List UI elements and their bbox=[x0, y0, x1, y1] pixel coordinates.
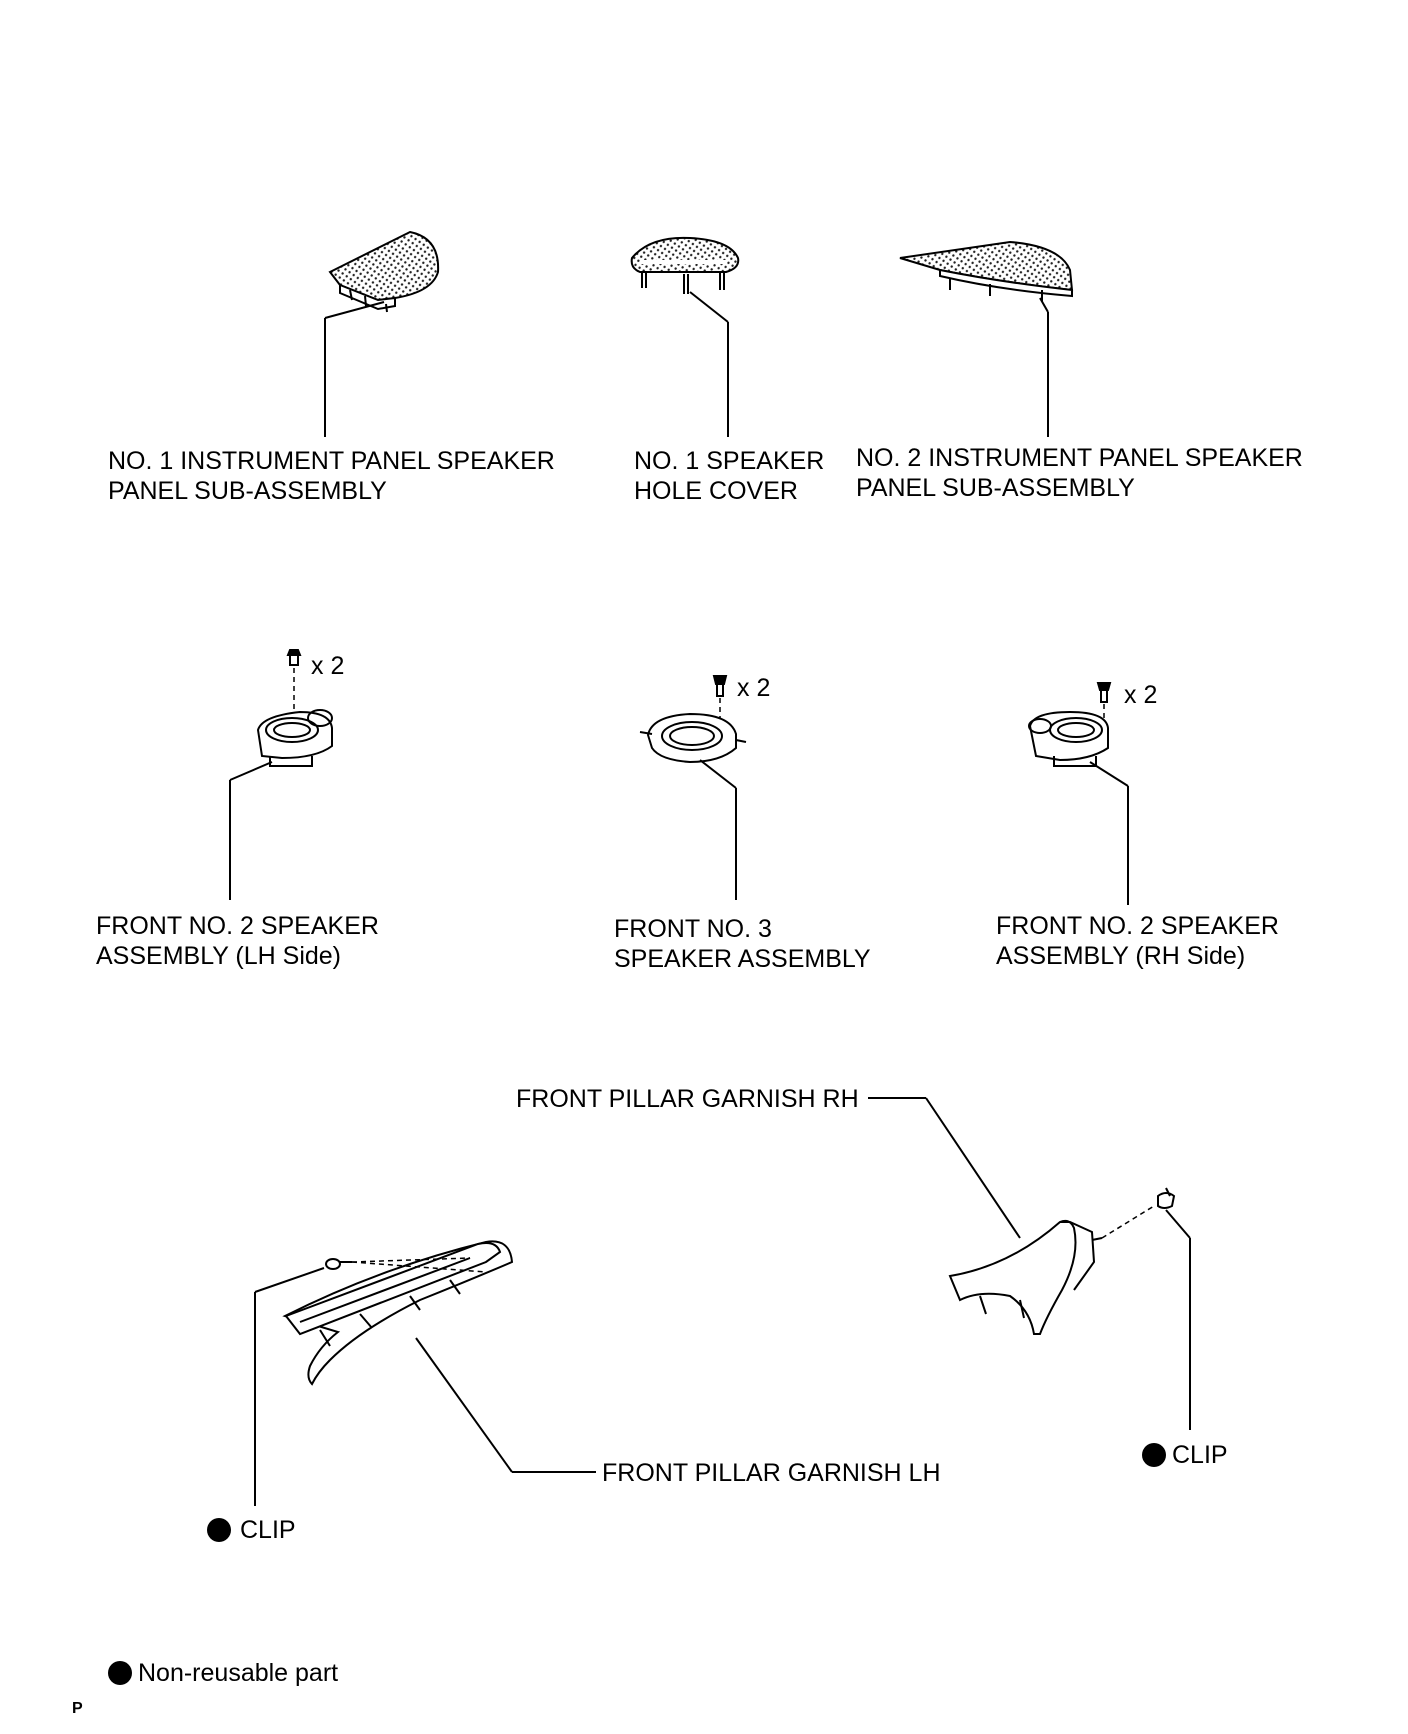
front-pillar-garnish-lh-drawing bbox=[254, 1240, 596, 1506]
label-front-no2-speaker-rh-line1: FRONT NO. 2 SPEAKER bbox=[996, 912, 1279, 940]
corner-mark: P bbox=[72, 1700, 83, 1717]
label-no1-speaker-hole-cover-line2: HOLE COVER bbox=[634, 477, 798, 505]
no1-instrument-panel-speaker-panel-drawing bbox=[324, 230, 440, 437]
legend-label: Non-reusable part bbox=[138, 1659, 339, 1687]
label-front-pillar-garnish-lh: FRONT PILLAR GARNISH LH bbox=[602, 1459, 941, 1487]
front-no2-speaker-rh-drawing bbox=[1028, 682, 1129, 905]
no1-speaker-hole-cover-drawing bbox=[630, 236, 740, 437]
non-reusable-mark-clip-rh bbox=[1142, 1443, 1166, 1467]
label-front-pillar-garnish-rh: FRONT PILLAR GARNISH RH bbox=[516, 1085, 859, 1113]
label-clip-lh: CLIP bbox=[240, 1516, 296, 1544]
non-reusable-mark-clip-lh bbox=[207, 1518, 231, 1542]
label-no1-ip-speaker-panel-line2: PANEL SUB-ASSEMBLY bbox=[108, 477, 387, 505]
non-reusable-marks bbox=[108, 1443, 1166, 1685]
label-no2-ip-speaker-panel-line2: PANEL SUB-ASSEMBLY bbox=[856, 474, 1135, 502]
no2-instrument-panel-speaker-panel-drawing bbox=[899, 240, 1074, 437]
legend-non-reusable-mark bbox=[108, 1661, 132, 1685]
screw-qty-lh: x 2 bbox=[311, 652, 345, 680]
screw-qty-no3: x 2 bbox=[737, 674, 771, 702]
front-no2-speaker-lh-drawing bbox=[229, 649, 333, 900]
front-pillar-garnish-rh-drawing bbox=[868, 1097, 1191, 1430]
label-no1-ip-speaker-panel-line1: NO. 1 INSTRUMENT PANEL SPEAKER bbox=[108, 447, 555, 475]
label-clip-rh: CLIP bbox=[1172, 1441, 1228, 1469]
front-no3-speaker-drawing bbox=[639, 675, 747, 900]
label-front-no2-speaker-lh-line2: ASSEMBLY (LH Side) bbox=[96, 942, 342, 970]
label-front-no3-speaker-line2: SPEAKER ASSEMBLY bbox=[614, 945, 871, 973]
screw-qty-rh: x 2 bbox=[1124, 681, 1158, 709]
label-no2-ip-speaker-panel-line1: NO. 2 INSTRUMENT PANEL SPEAKER bbox=[856, 444, 1303, 472]
label-front-no2-speaker-lh-line1: FRONT NO. 2 SPEAKER bbox=[96, 912, 379, 940]
label-no1-speaker-hole-cover-line1: NO. 1 SPEAKER bbox=[634, 447, 825, 475]
label-front-no3-speaker-line1: FRONT NO. 3 bbox=[614, 915, 772, 943]
label-front-no2-speaker-rh-line2: ASSEMBLY (RH Side) bbox=[996, 942, 1246, 970]
